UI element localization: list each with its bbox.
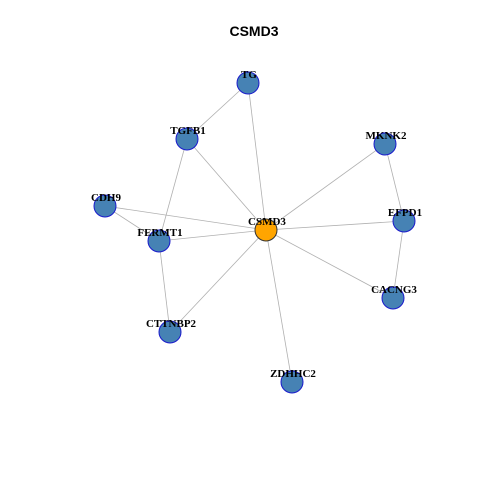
node-zdhhc2[interactable]: ZDHHC2 [270, 368, 316, 394]
node-csmd3[interactable]: CSMD3 [248, 216, 286, 242]
edge-efpd1-cacng3 [392, 220, 405, 299]
edge-csmd3-tgfb1 [186, 138, 267, 231]
node-circle[interactable] [93, 194, 117, 218]
node-circle[interactable] [373, 132, 397, 156]
node-label: CDH9 [91, 192, 121, 204]
node-label: EFPD1 [388, 207, 422, 219]
graph-title: CSMD3 [229, 23, 278, 39]
node-label: FERMT1 [137, 227, 182, 239]
edge-tg-tgfb1 [186, 82, 249, 140]
node-tg[interactable]: TG [236, 69, 260, 95]
node-cdh9[interactable]: CDH9 [91, 192, 121, 218]
node-circle[interactable] [280, 370, 304, 394]
edge-csmd3-cacng3 [265, 229, 394, 299]
edge-fermt1-cttnbp2 [158, 240, 171, 333]
edge-tgfb1-fermt1 [158, 138, 188, 242]
node-circle[interactable] [175, 127, 199, 151]
node-label: TG [241, 69, 257, 81]
node-tgfb1[interactable]: TGFB1 [170, 125, 206, 151]
node-label: TGFB1 [170, 125, 205, 137]
edge-csmd3-efpd1 [265, 220, 405, 231]
edge-csmd3-fermt1 [158, 229, 267, 242]
node-circle[interactable] [254, 218, 278, 242]
edge-csmd3-zdhhc2 [265, 229, 293, 383]
node-cacng3[interactable]: CACNG3 [371, 284, 417, 310]
node-cttnbp2[interactable]: CTTNBP2 [146, 318, 197, 344]
edge-csmd3-cttnbp2 [169, 229, 267, 333]
edge-csmd3-tg [247, 82, 267, 231]
node-circle[interactable] [147, 229, 171, 253]
node-label: CTTNBP2 [146, 318, 197, 330]
edge-csmd3-cdh9 [104, 205, 267, 231]
node-label: ZDHHC2 [270, 368, 316, 380]
node-label: CACNG3 [371, 284, 417, 296]
node-mknk2[interactable]: MKNK2 [366, 130, 407, 156]
node-label: CSMD3 [248, 216, 286, 228]
node-efpd1[interactable]: EFPD1 [388, 207, 422, 233]
node-circle[interactable] [381, 286, 405, 310]
node-fermt1[interactable]: FERMT1 [137, 227, 183, 253]
edge-mknk2-efpd1 [384, 143, 405, 222]
node-circle[interactable] [392, 209, 416, 233]
node-circle[interactable] [236, 71, 260, 95]
edge-csmd3-mknk2 [265, 143, 386, 231]
node-circle[interactable] [158, 320, 182, 344]
node-label: MKNK2 [366, 130, 407, 142]
